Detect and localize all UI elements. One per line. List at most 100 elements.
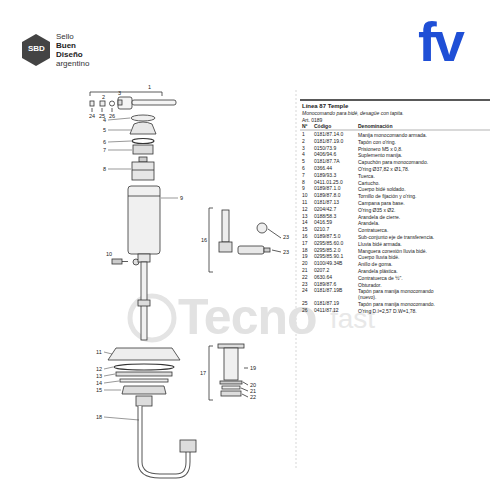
callout-number: 1 <box>148 84 151 90</box>
part-name: Capuchón para monocomando. <box>358 159 440 165</box>
part-code: 0181/87.19 <box>314 301 339 307</box>
callout-number: 12 <box>96 366 102 372</box>
part-code: 0181/87.19B <box>314 288 342 294</box>
part-name: Tapón para manija monocomando (nuevo). <box>358 288 440 300</box>
part-name: Contratuerca de ½". <box>358 275 440 281</box>
row-number: 17 <box>302 241 308 247</box>
part-name: Suplemento manija. <box>358 152 440 158</box>
part-code: 0295/85.60.0 <box>314 241 343 247</box>
part-name: Lluvia bidé armada. <box>358 241 440 247</box>
row-number: 2 <box>302 139 305 145</box>
callout-number: 18 <box>96 414 102 420</box>
callout-number: 3 <box>118 90 121 96</box>
part-name: Anillo de goma. <box>358 261 440 267</box>
row-number: 23 <box>302 282 308 288</box>
row-number: 20 <box>302 261 308 267</box>
callout-number: 5 <box>103 127 106 133</box>
callout-number: 8 <box>103 166 106 172</box>
row-number: 5 <box>302 159 305 165</box>
part-name: Prisionero M5 x 0,8. <box>358 146 440 152</box>
row-number: 9 <box>302 186 305 192</box>
part-code: 0181/87.14.0 <box>314 132 343 138</box>
callout-number: 15 <box>96 387 102 393</box>
row-number: 26 <box>302 308 308 314</box>
callout-number: 6 <box>103 139 106 145</box>
part-name: O'ring Ø37,82 x Ø1,78. <box>358 166 440 172</box>
row-number: 24 <box>302 288 308 294</box>
part-name: Sub-conjunto eje de transferencia. <box>358 234 440 240</box>
part-name: Contratuerca. <box>358 227 440 233</box>
row-number: 1 <box>302 132 305 138</box>
part-code: 0188/58.3 <box>314 214 336 220</box>
row-number: 22 <box>302 275 308 281</box>
callout-number: 11 <box>96 349 102 355</box>
row-number: 25 <box>302 301 308 307</box>
part-code: 0366.44 <box>314 166 332 172</box>
part-name: Cartucho. <box>358 180 440 186</box>
row-number: 3 <box>302 146 305 152</box>
part-code: 0189/87.1.0 <box>314 186 340 192</box>
part-code: 0181/87.7A <box>314 159 340 165</box>
watermark: Tecno <box>178 290 317 345</box>
part-name: Cuerpo lluvia bidé. <box>358 254 440 260</box>
row-number: 21 <box>302 268 308 274</box>
callout-number: 13 <box>96 373 102 379</box>
row-number: 13 <box>302 214 308 220</box>
part-code: 0416.59 <box>314 220 332 226</box>
table-title: Línea 87 Temple <box>302 103 348 110</box>
logo-text: argentino <box>56 60 89 69</box>
row-number: 11 <box>302 200 307 206</box>
callout-number: 7 <box>103 147 106 153</box>
callout-number: 22 <box>250 394 256 400</box>
logo-text: Buen <box>56 42 76 51</box>
row-number: 4 <box>302 152 305 158</box>
row-number: 19 <box>302 254 308 260</box>
part-name: Manguera conexión lluvia bidé. <box>358 248 440 254</box>
part-code: 0189/87.5.0 <box>314 234 340 240</box>
callout-number: 20 <box>250 382 256 388</box>
callout-number: 23 <box>283 234 289 240</box>
callout-number: 23 <box>283 249 289 255</box>
callout-number: 24 <box>89 113 95 119</box>
article-number: Art. 0189 <box>302 118 322 124</box>
row-number: 15 <box>302 227 308 233</box>
row-number: 16 <box>302 234 308 240</box>
row-number: 6 <box>302 166 305 172</box>
callout-number: 17 <box>200 370 206 376</box>
subtitle: Monocomando para bidé, desagüe con tapit… <box>302 111 404 117</box>
part-code: 0295/85.90.1 <box>314 254 343 260</box>
part-code: 0181/87.13 <box>314 200 339 206</box>
table-header: Nº <box>302 124 307 130</box>
part-code: 0181/87.19.0 <box>314 139 343 145</box>
part-name: Tapón para manija monocomando. <box>358 301 440 307</box>
part-name: O'ring D.I=2,57 D.W=1,78. <box>358 308 440 314</box>
callout-number: 26 <box>109 113 115 119</box>
row-number: 18 <box>302 248 308 254</box>
part-code: 0189/87.6 <box>314 282 336 288</box>
row-number: 12 <box>302 207 308 213</box>
callout-number: 10 <box>106 251 112 257</box>
part-name: Tapón con o'ring. <box>358 139 440 145</box>
part-code: 0411.01.25.0 <box>314 180 343 186</box>
part-name: Arandela plástica. <box>358 268 440 274</box>
part-code: 0189/87.8.0 <box>314 193 340 199</box>
part-name: Campana para base. <box>358 200 440 206</box>
callout-number: 2 <box>102 94 105 100</box>
part-code: 0150/73.9 <box>314 146 336 152</box>
row-number: 10 <box>302 193 308 199</box>
row-number: 8 <box>302 180 305 186</box>
part-name: Obturador. <box>358 282 440 288</box>
part-code: 0210.7 <box>314 227 329 233</box>
callout-number: 21 <box>250 388 256 394</box>
callout-number: 4 <box>103 117 106 123</box>
brand-logo: fv <box>418 14 462 70</box>
part-code: 0189/93.3 <box>314 173 336 179</box>
logo-text: Diseño <box>56 51 83 60</box>
part-code: 0295/85.2.0 <box>314 248 340 254</box>
part-name: Arandela de cierre. <box>358 214 440 220</box>
part-name: Tornillo de fijación y o'ring. <box>358 193 440 199</box>
part-name: Arandela. <box>358 220 440 226</box>
part-code: 0630.64 <box>314 275 332 281</box>
part-code: 0100/49.34B <box>314 261 342 267</box>
part-code: 0411/87.12 <box>314 308 339 314</box>
